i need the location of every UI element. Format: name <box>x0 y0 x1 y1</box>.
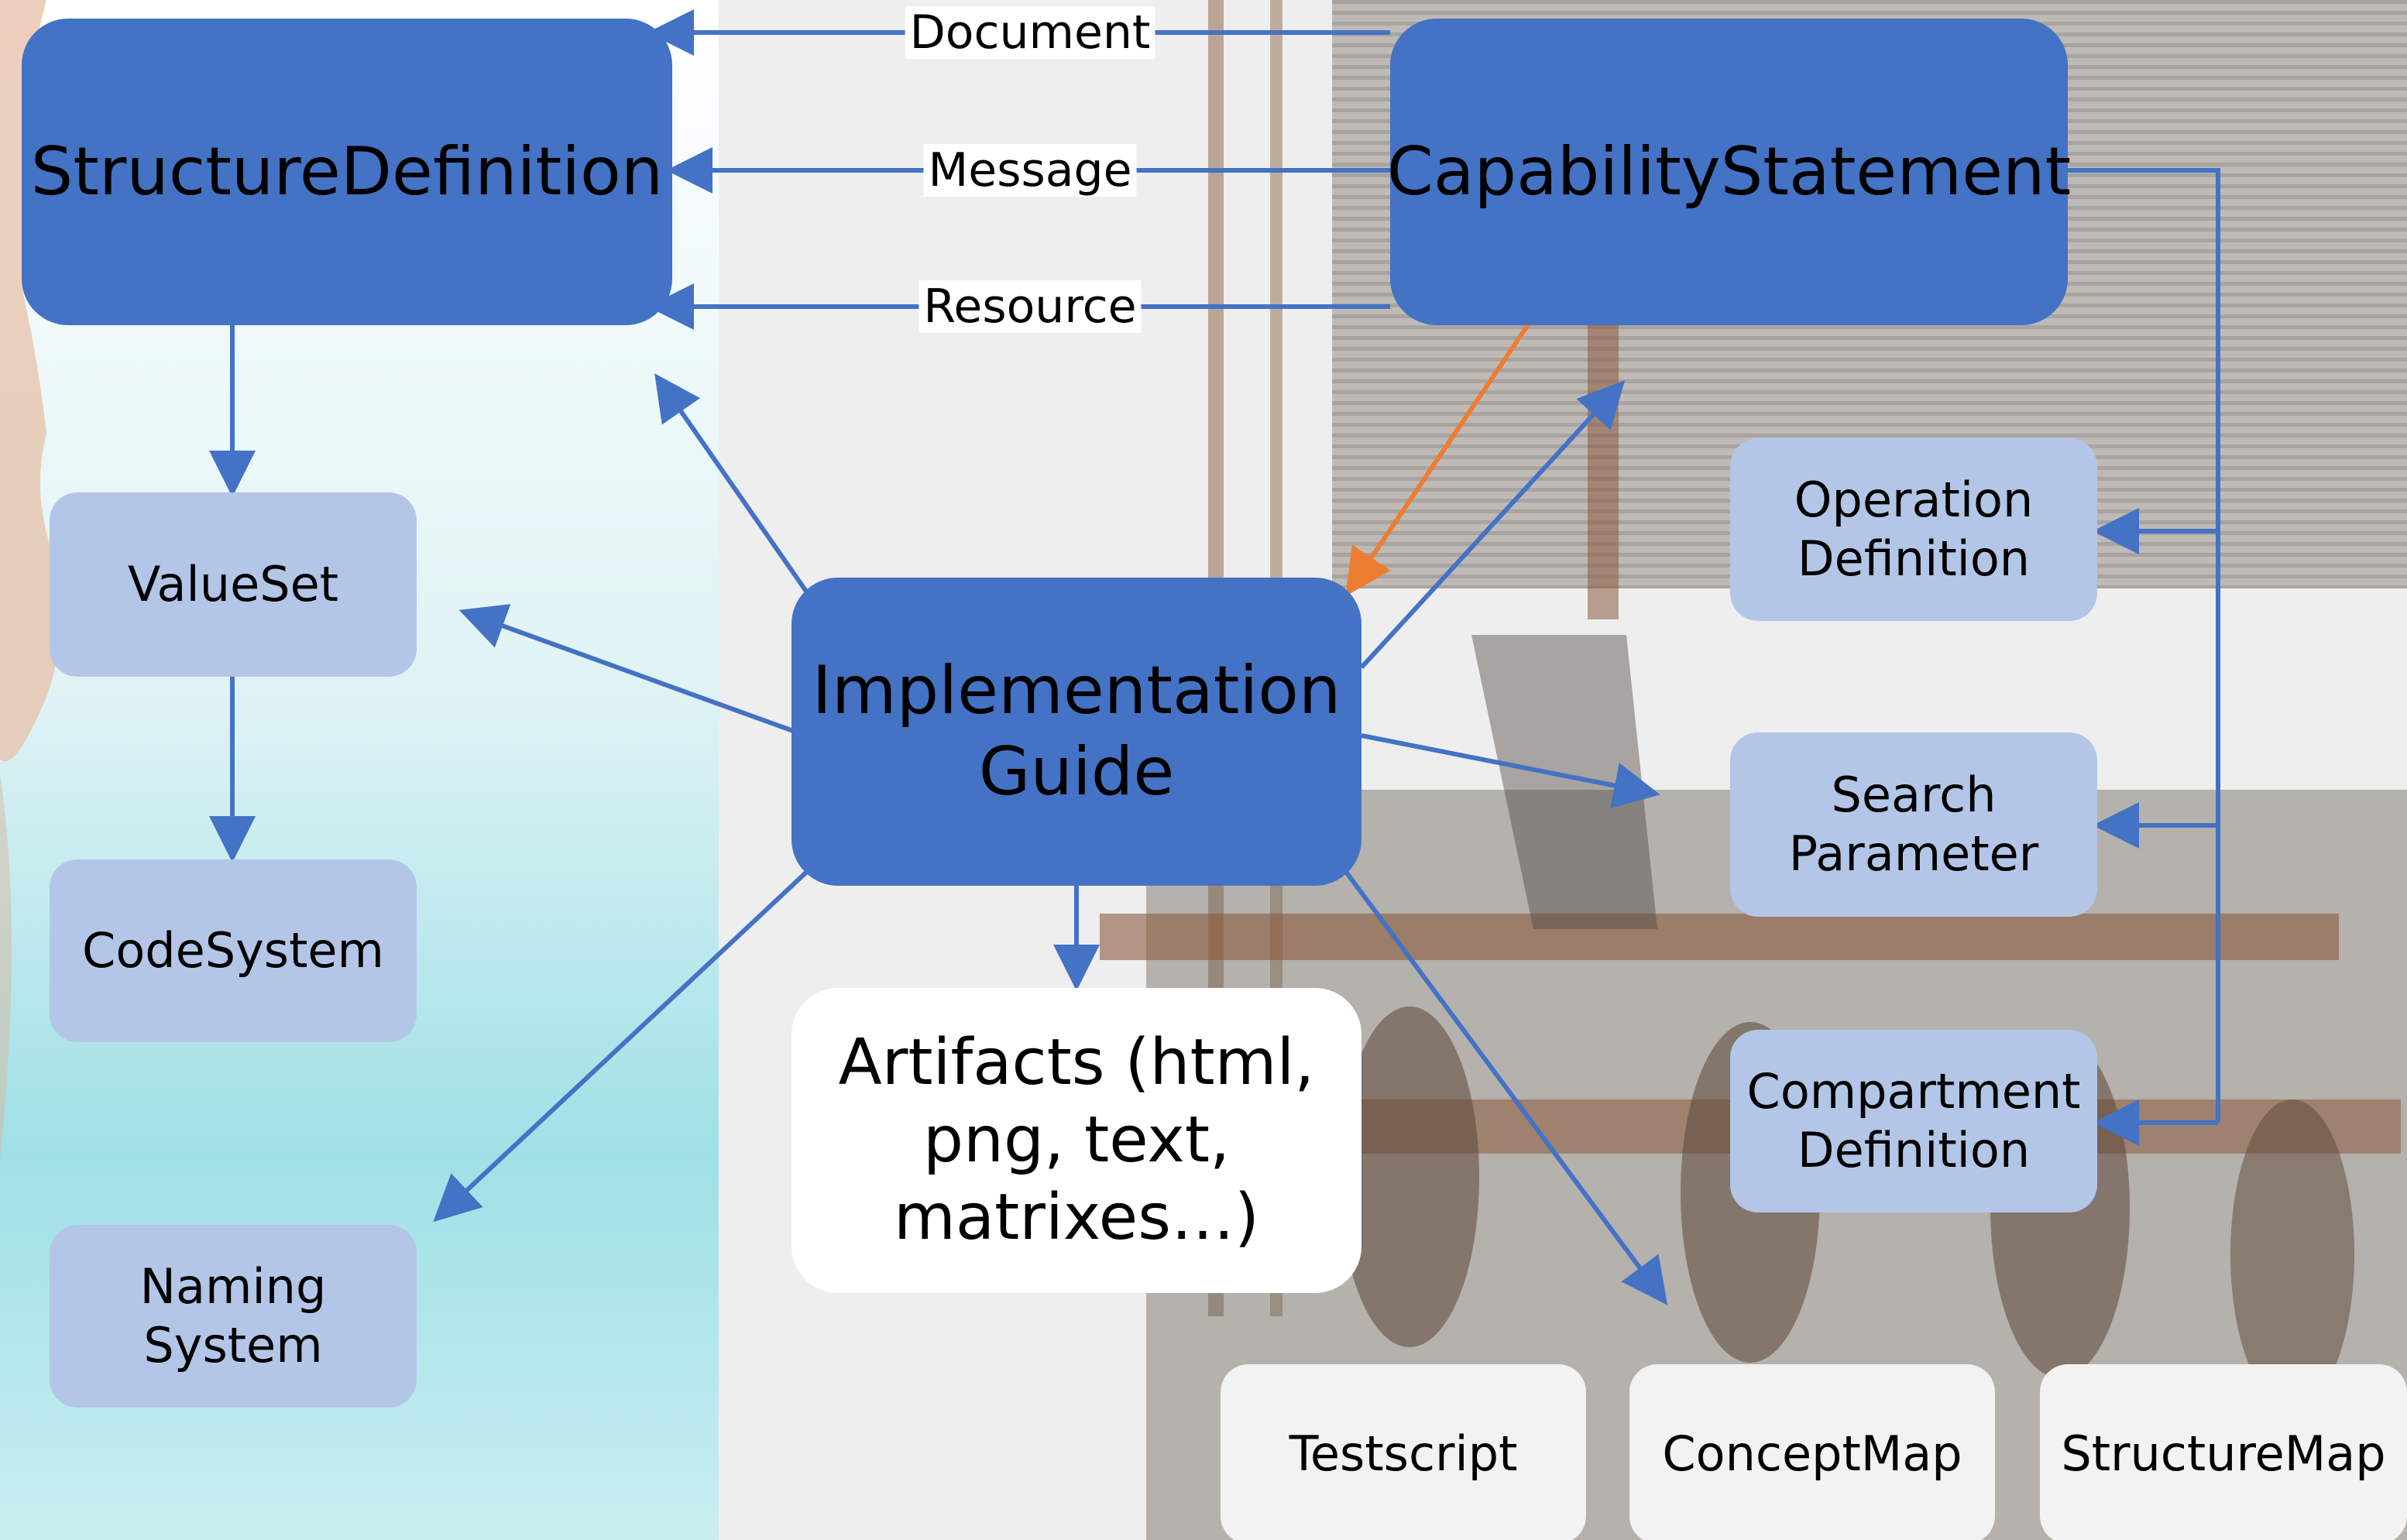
node-search-parameter[interactable]: Search Parameter <box>1730 732 2097 917</box>
edge-capability-bus <box>2068 168 2220 1123</box>
node-codesystem-label: CodeSystem <box>82 922 384 979</box>
node-compartment-definition[interactable]: Compartment Definition <box>1730 1030 2097 1212</box>
node-structuremap[interactable]: StructureMap <box>2040 1364 2407 1540</box>
edge-ig-to-capability <box>1359 380 1626 670</box>
edge-ig-to-searchparameter <box>1361 733 1660 809</box>
node-capability-statement[interactable]: CapabilityStatement <box>1386 19 2072 325</box>
edge-label-document: Document <box>905 6 1155 59</box>
node-naming-system[interactable]: Naming System <box>50 1225 417 1408</box>
node-structure-definition-label: StructureDefinition <box>30 132 664 211</box>
node-testscript-label: Testscript <box>1289 1425 1518 1483</box>
node-artifacts[interactable]: Artifacts (html, png, text, matrixes…) <box>791 988 1361 1293</box>
node-implementation-guide[interactable]: Implementation Guide <box>791 578 1361 886</box>
node-operation-definition-label: Operation Definition <box>1794 472 2034 587</box>
node-naming-system-label: Naming System <box>139 1258 327 1374</box>
node-capability-statement-label: CapabilityStatement <box>1386 132 2072 211</box>
node-codesystem[interactable]: CodeSystem <box>50 859 417 1042</box>
edge-ig-to-valueset <box>458 604 795 733</box>
edge-ig-to-sd <box>654 373 811 596</box>
node-operation-definition[interactable]: Operation Definition <box>1730 438 2097 621</box>
node-search-parameter-label: Search Parameter <box>1788 767 2039 882</box>
edge-ig-to-namingsystem <box>433 866 812 1223</box>
node-implementation-guide-label: Implementation Guide <box>812 652 1341 811</box>
node-conceptmap-label: ConceptMap <box>1662 1425 1962 1483</box>
node-testscript[interactable]: Testscript <box>1221 1364 1586 1540</box>
edge-capability-to-ig <box>1345 322 1531 596</box>
node-structuremap-label: StructureMap <box>2061 1425 2386 1483</box>
edge-label-resource: Resource <box>919 280 1142 333</box>
node-compartment-definition-label: Compartment Definition <box>1746 1063 2081 1178</box>
edge-ig-to-conceptmap <box>1344 870 1668 1305</box>
node-valueset-label: ValueSet <box>127 556 339 613</box>
node-valueset[interactable]: ValueSet <box>50 492 417 677</box>
edge-label-message: Message <box>923 144 1137 197</box>
node-artifacts-label: Artifacts (html, png, text, matrixes…) <box>838 1025 1315 1255</box>
node-conceptmap[interactable]: ConceptMap <box>1629 1364 1995 1540</box>
node-structure-definition[interactable]: StructureDefinition <box>22 19 672 325</box>
